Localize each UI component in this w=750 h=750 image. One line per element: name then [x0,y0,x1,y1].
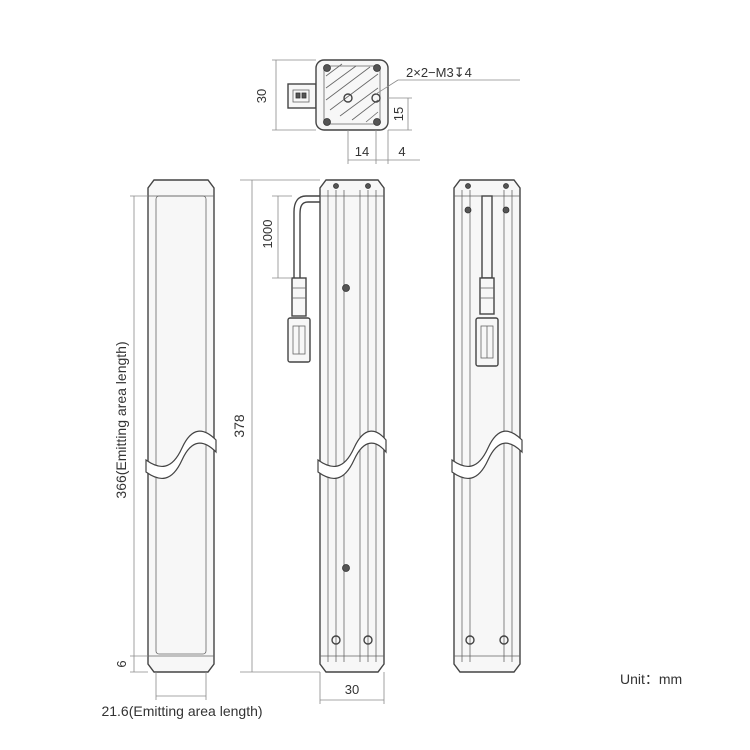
break-line [451,430,523,479]
screw-icon [323,64,331,72]
dim-emitting-width: 21.6(Emitting area length) [101,703,262,719]
screw-icon [323,118,331,126]
screw-icon [331,635,341,645]
dim-hole-edge-offset: 4 [398,144,405,159]
end-housing [315,59,389,131]
back-housing [453,179,521,673]
dim-body-width: 30 [345,682,359,697]
dim-hole-offset-vertical: 15 [391,107,406,121]
dim-hole-spec: 2×2−M3↧4 [406,65,472,80]
front-housing [147,179,215,673]
mount-hole-icon [343,93,353,103]
screw-icon [373,118,381,126]
back-cable-connector [479,277,495,315]
screw-icon [465,183,471,189]
back-cable [481,195,493,279]
dim-total-length: 378 [231,414,247,438]
dim-top-height: 30 [254,89,269,103]
cable [293,195,320,278]
top-end-view: 30 2×2−M3↧4 15 14 4 [254,59,520,164]
screw-icon [373,64,381,72]
side-view: 1000 30 [260,179,387,704]
cable-connector [291,277,307,317]
dim-cable-length: 1000 [260,220,275,249]
screw-icon [502,206,510,214]
back-view [451,179,523,673]
screw-icon [465,635,475,645]
screw-icon [363,635,373,645]
total-length-dimension: 378 [231,179,320,673]
break-line [145,430,217,479]
front-view: 366(Emitting area length) 6 21.6(Emittin… [101,179,263,719]
side-housing [319,179,385,673]
break-line [317,430,387,479]
screw-icon [503,183,509,189]
screw-icon [342,284,350,292]
dim-hole-spacing: 14 [355,144,369,159]
dim-emitting-length: 366(Emitting area length) [113,341,129,498]
dim-end-margin: 6 [114,660,129,667]
screw-icon [365,183,371,189]
screw-icon [342,564,350,572]
screw-icon [464,206,472,214]
screw-icon [333,183,339,189]
unit-label: Unit：mm [620,671,682,687]
screw-icon [499,635,509,645]
